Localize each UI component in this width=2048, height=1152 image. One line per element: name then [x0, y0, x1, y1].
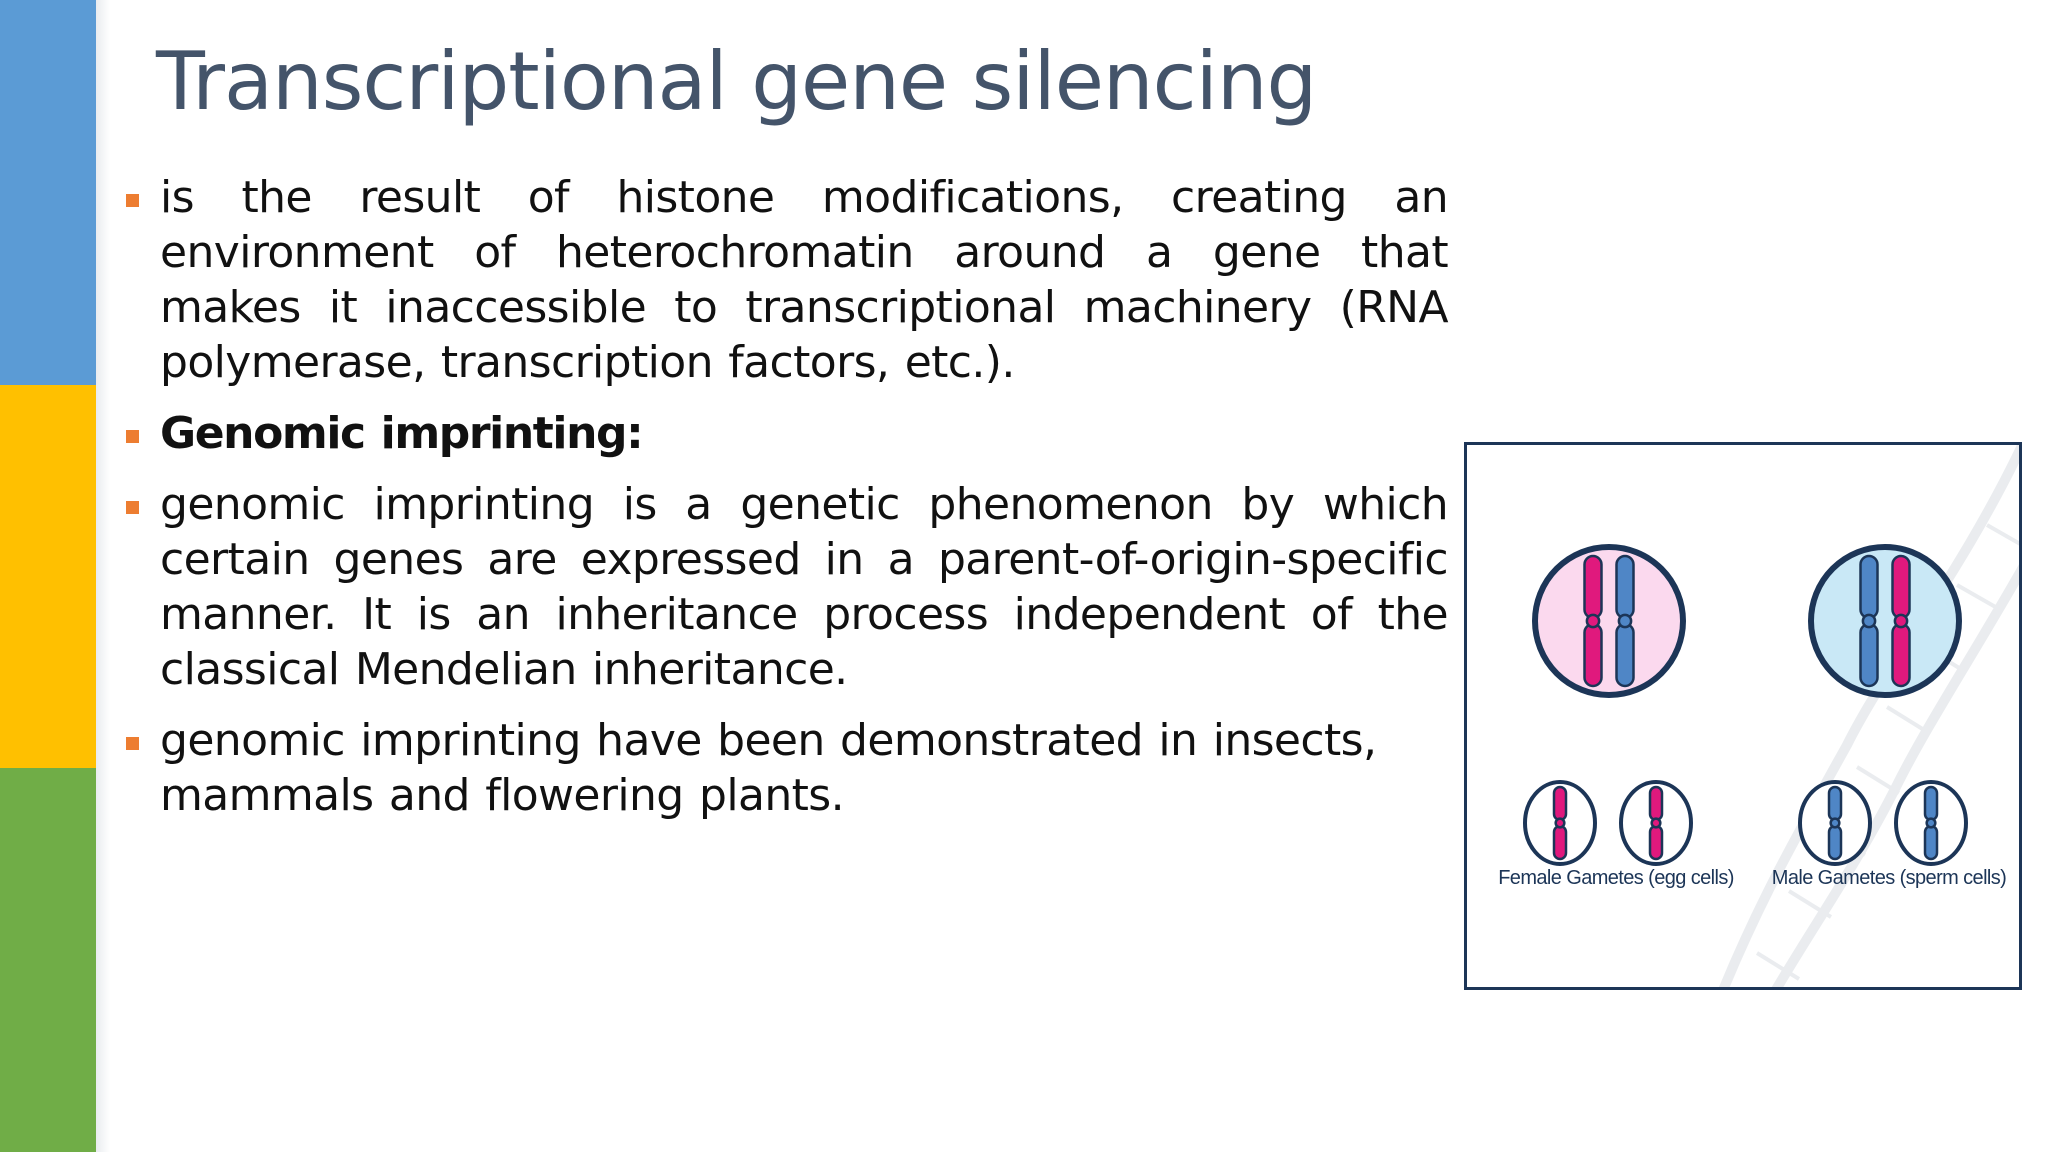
female-cell-chromosome-right-arm-upper: [1615, 554, 1635, 620]
sidebar-accent: [0, 0, 96, 1152]
bullet-heading: Genomic imprinting:: [160, 408, 644, 459]
male-cell: [1808, 544, 1962, 698]
slide-title: Transcriptional gene silencing: [156, 35, 1317, 128]
bullet-item: Genomic imprinting:: [118, 406, 1448, 461]
female-cell-chromosome-right-arm-lower: [1615, 622, 1635, 688]
female-gametes-caption: Female Gametes (egg cells): [1498, 867, 1734, 889]
bullet-list: is the result of histone modifications, …: [118, 170, 1449, 839]
sidebar-band-blue: [0, 0, 96, 385]
male-cell-chromosome-left-arm-lower: [1859, 622, 1879, 688]
male-cell-chromosome-right-arm-upper: [1891, 554, 1911, 620]
bullet-text: genomic imprinting have been demonstrate…: [160, 715, 1377, 821]
sperm-cell-2-chromosome-arm-lower: [1923, 824, 1939, 861]
sperm-cell-1-chromosome-arm-lower: [1827, 824, 1843, 861]
dna-helix-watermark: [1718, 445, 2019, 987]
egg-cell-1-chromosome-arm-upper: [1552, 785, 1568, 822]
male-cell-chromosome-left-arm-upper: [1859, 554, 1879, 620]
figure-illustration: [1523, 445, 2019, 987]
female-cell-chromosome-left-centromere: [1585, 613, 1601, 629]
female-cell-chromosome-left-arm-lower: [1583, 622, 1603, 688]
male-cell-chromosome-right-centromere: [1893, 613, 1909, 629]
sidebar-band-green: [0, 768, 96, 1152]
bullet-marker-icon: [126, 501, 139, 514]
egg-cell-2-chromosome-arm-lower: [1648, 824, 1664, 861]
bullet-marker-icon: [126, 194, 139, 207]
male-cell-chromosome-left-centromere: [1861, 613, 1877, 629]
male-gametes-caption: Male Gametes (sperm cells): [1771, 867, 2007, 889]
sperm-cell-2-chromosome-centromere: [1925, 817, 1937, 829]
sperm-cell-2-chromosome-arm-upper: [1923, 785, 1939, 822]
bullet-marker-icon: [126, 737, 139, 750]
egg-cell-2-chromosome-arm-upper: [1648, 785, 1664, 822]
female-cell: [1532, 544, 1686, 698]
bullet-item: genomic imprinting have been demonstrate…: [118, 713, 1448, 823]
sidebar-shadow: [96, 0, 110, 1152]
male-cell-chromosome-right-arm-lower: [1891, 622, 1911, 688]
female-cell-chromosome-left-arm-upper: [1583, 554, 1603, 620]
egg-cell-1-chromosome-centromere: [1554, 817, 1566, 829]
female-cell-chromosome-right-centromere: [1617, 613, 1633, 629]
genomic-imprinting-figure: Female Gametes (egg cells) Male Gametes …: [1464, 442, 2022, 990]
sperm-cell-1-chromosome-arm-upper: [1827, 785, 1843, 822]
bullet-marker-icon: [126, 430, 139, 443]
bullet-item: is the result of histone modifications, …: [118, 170, 1449, 390]
egg-cell-2-chromosome-centromere: [1650, 817, 1662, 829]
sidebar-band-gold: [0, 385, 96, 768]
sperm-cell-1-chromosome-centromere: [1829, 817, 1841, 829]
egg-cell-1-chromosome-arm-lower: [1552, 824, 1568, 861]
bullet-item: genomic imprinting is a genetic phenomen…: [118, 477, 1449, 697]
bullet-text: is the result of histone modifications, …: [160, 172, 1449, 388]
bullet-text: genomic imprinting is a genetic phenomen…: [160, 479, 1449, 695]
